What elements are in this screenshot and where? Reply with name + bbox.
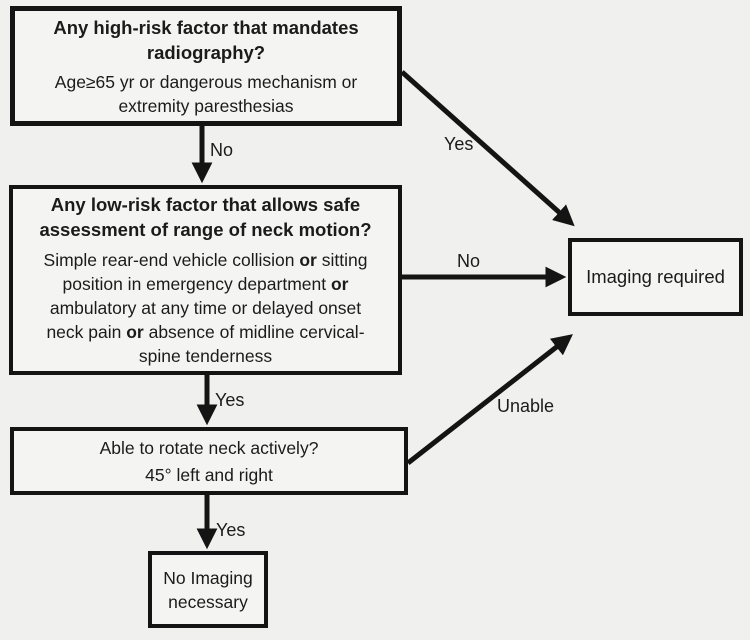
low-risk-criteria: Simple rear-end vehicle collision or sit… [43,250,368,366]
arrow-rotate-to-imaging [406,334,573,465]
node-rotate-neck-question: Able to rotate neck actively?45° left an… [10,427,408,495]
node-imaging-required: Imaging required [568,238,743,316]
edge-label-low-no: No [457,251,481,271]
arrow-high-to-imaging [400,70,575,227]
edge-label-rotate-unable: Unable [497,396,555,416]
imaging-required-label: Imaging required [586,266,725,287]
edge-label-low-yes: Yes [215,390,245,410]
edge-label-rotate-yes: Yes [216,520,246,540]
edge-label-high-yes: Yes [444,134,474,154]
rotate-neck-text: Able to rotate neck actively?45° left an… [99,437,319,485]
edge-label-high-no: No [210,140,234,160]
